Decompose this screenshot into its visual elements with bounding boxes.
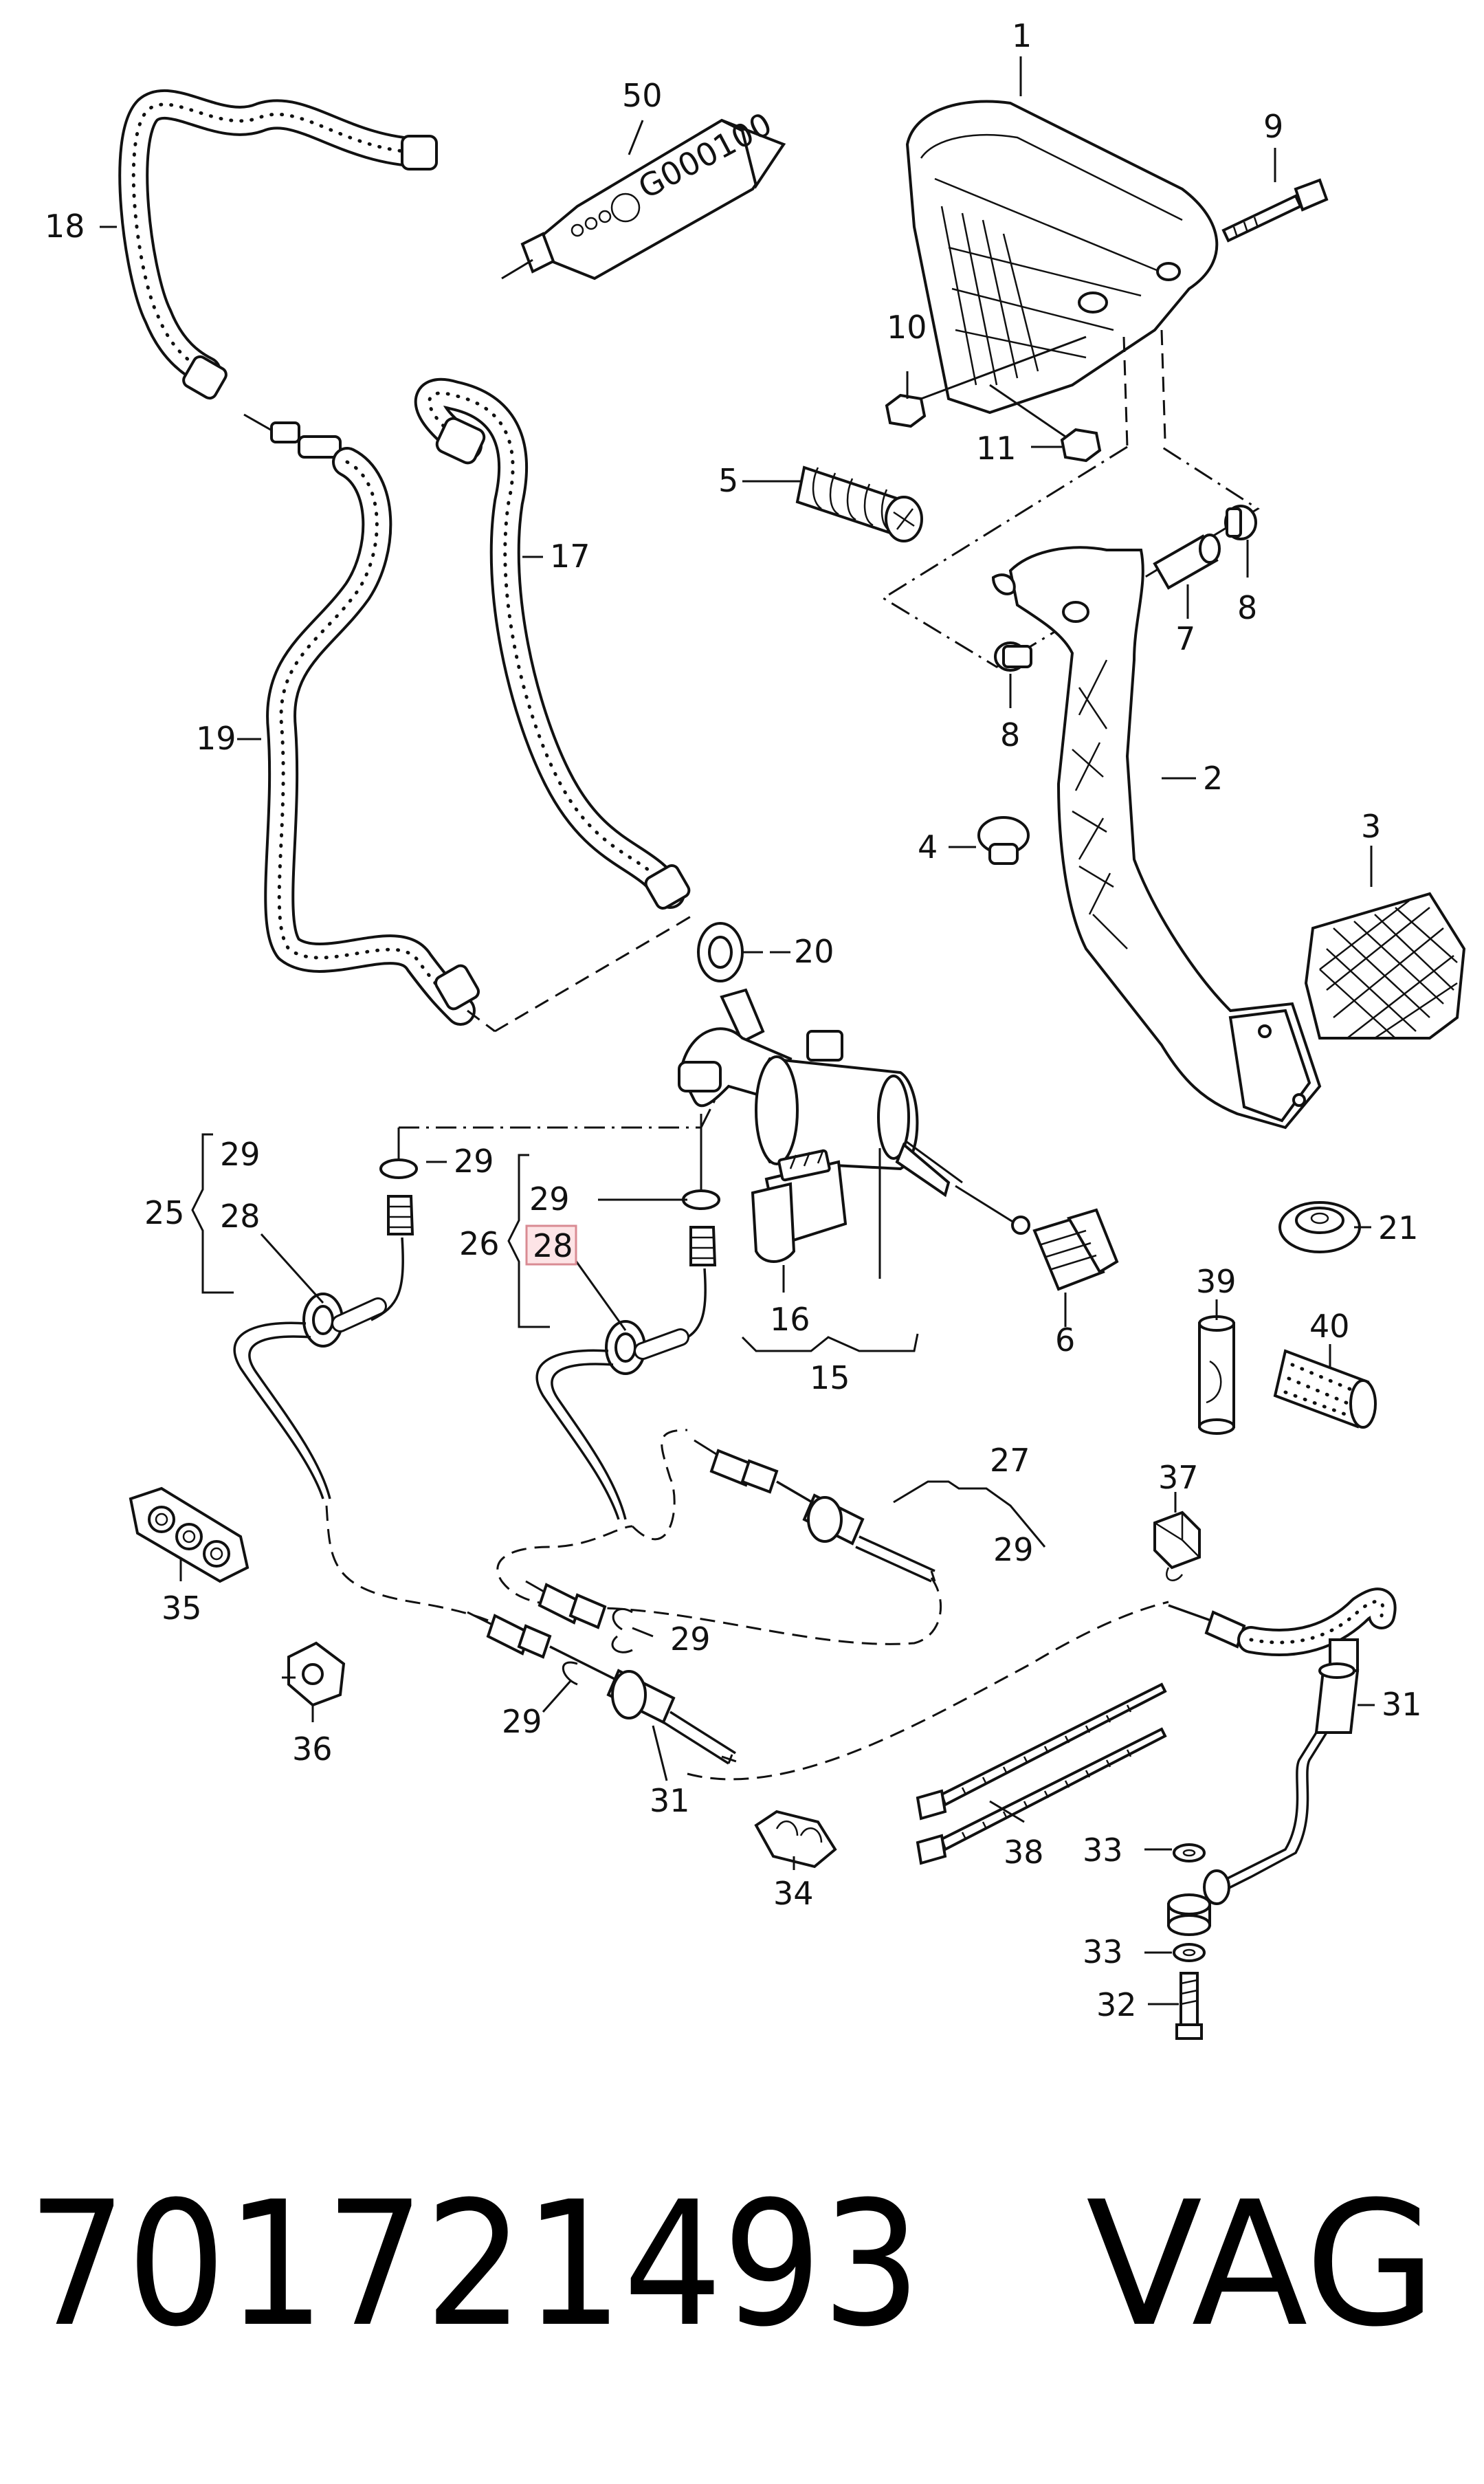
grommet-33-middle <box>1167 1893 1211 1936</box>
spring-5 <box>784 465 923 542</box>
label-2: 2 <box>1203 760 1223 797</box>
label-26: 26 <box>459 1225 500 1262</box>
label-8-top: 8 <box>1237 589 1257 626</box>
label-29-f: 29 <box>502 1703 542 1740</box>
label-7: 7 <box>1175 620 1195 657</box>
grommet-21 <box>1278 1201 1361 1253</box>
bushing-7 <box>1153 534 1221 619</box>
label-39: 39 <box>1196 1263 1237 1300</box>
label-50: 50 <box>622 77 663 114</box>
line-31-left <box>467 1580 736 1765</box>
label-17: 17 <box>550 538 590 575</box>
nut-11 <box>989 384 1102 463</box>
pedal-pad-3 <box>1304 892 1466 1040</box>
label-29-a: 29 <box>220 1136 261 1173</box>
label-27: 27 <box>990 1442 1030 1479</box>
master-cylinder-15 <box>678 988 1030 1235</box>
label-19: 19 <box>196 720 236 757</box>
hose-17 <box>414 377 691 910</box>
nut-10 <box>885 336 1087 428</box>
washer-33-top <box>1173 1843 1206 1862</box>
label-29-b: 29 <box>454 1143 494 1180</box>
label-29-c: 29 <box>529 1180 570 1218</box>
label-1: 1 <box>1012 17 1032 54</box>
part-number: 701721493 <box>27 2164 921 2364</box>
label-8-lower: 8 <box>1000 716 1020 754</box>
label-20: 20 <box>794 933 834 970</box>
label-40: 40 <box>1309 1308 1350 1345</box>
label-31-left: 31 <box>650 1782 690 1819</box>
bolt-32 <box>1175 1972 1203 2040</box>
brand: VAG <box>1086 2164 1437 2364</box>
label-36: 36 <box>292 1730 333 1768</box>
clip-36 <box>282 1641 346 1707</box>
sleeve-40 <box>1273 1349 1377 1429</box>
line-26 <box>507 1154 720 1541</box>
label-3: 3 <box>1361 808 1381 845</box>
label-10: 10 <box>887 309 927 346</box>
label-38: 38 <box>1004 1834 1044 1871</box>
pedal-2 <box>991 546 1322 1130</box>
washer-33-bottom <box>1173 1943 1206 1962</box>
bush-8-lower <box>994 641 1032 708</box>
hose-18 <box>118 89 438 459</box>
label-18: 18 <box>45 208 85 245</box>
label-37: 37 <box>1158 1459 1199 1496</box>
callout-labels: 1 9 50 18 10 11 5 17 8 7 8 19 2 3 4 20 2… <box>45 17 1422 2023</box>
hose-19 <box>264 447 496 1033</box>
label-5: 5 <box>718 462 738 499</box>
leader-lines <box>100 56 1375 2005</box>
label-28-a: 28 <box>220 1198 261 1235</box>
bolt-9 <box>1221 178 1329 243</box>
label-9: 9 <box>1263 108 1283 145</box>
clip-37 <box>1153 1510 1201 1581</box>
label-32: 32 <box>1096 1986 1137 2023</box>
grommet-20 <box>697 922 763 982</box>
label-34: 34 <box>773 1875 814 1912</box>
stop-4 <box>977 816 1030 865</box>
bush-8-top <box>1224 505 1257 578</box>
label-25: 25 <box>144 1194 185 1231</box>
switch-16 <box>751 1149 848 1263</box>
line-27 <box>694 1439 1046 1583</box>
line-25 <box>191 1133 509 1631</box>
clip-34 <box>754 1810 837 1869</box>
label-16: 16 <box>770 1301 810 1338</box>
label-6: 6 <box>1055 1321 1075 1359</box>
label-29-d: 29 <box>993 1531 1034 1568</box>
label-28-b: 28 <box>533 1227 573 1264</box>
cable-ties-38 <box>916 1682 1167 1865</box>
connector-6 <box>1032 1208 1119 1291</box>
label-29-e: 29 <box>670 1620 711 1658</box>
label-33-bottom: 33 <box>1083 1933 1123 1970</box>
label-4: 4 <box>918 828 938 866</box>
clip-35 <box>129 1486 250 1583</box>
label-21: 21 <box>1378 1209 1419 1246</box>
line-31-right <box>1168 1587 1397 1905</box>
sleeve-39 <box>1198 1315 1235 1435</box>
label-11: 11 <box>976 430 1017 467</box>
label-31-right: 31 <box>1382 1686 1422 1723</box>
label-15: 15 <box>810 1359 850 1396</box>
grease-tube-50: G000100 <box>501 105 786 281</box>
label-33-top: 33 <box>1083 1832 1123 1869</box>
highlight-28 <box>525 1224 577 1266</box>
pedal-bracket-1 <box>905 100 1219 448</box>
label-35: 35 <box>162 1590 202 1627</box>
